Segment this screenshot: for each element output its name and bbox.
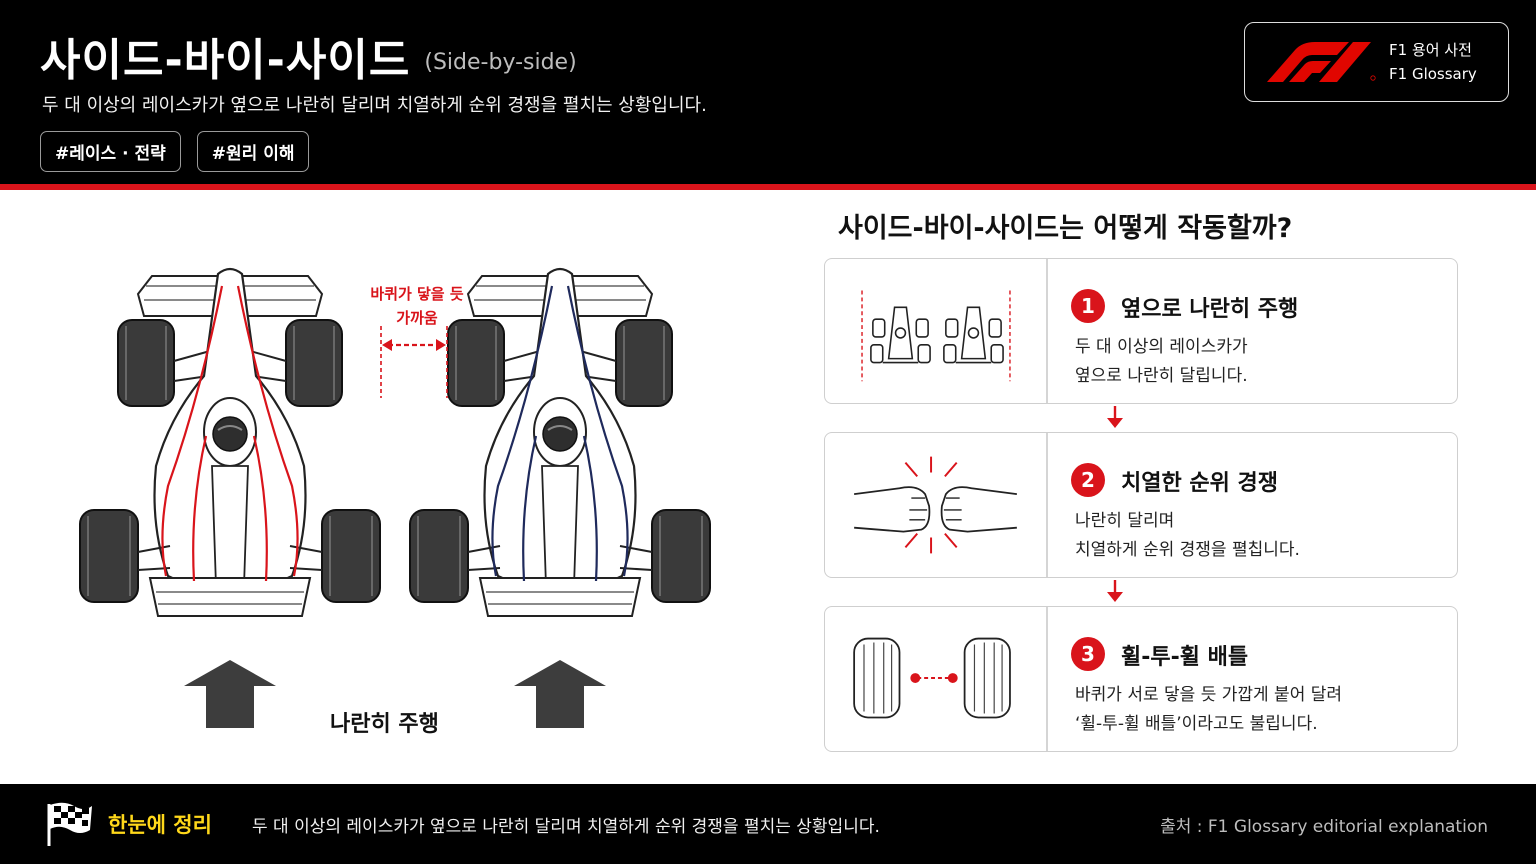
gap-label-line2: 가까움 (396, 309, 438, 327)
step-desc-line2: 옆으로 나란히 달립니다. (1075, 366, 1248, 386)
step-desc-line1: 나란히 달리며 (1075, 511, 1175, 531)
summary-label: 한눈에 정리 (108, 813, 212, 837)
logo-text: F1 용어 사전 F1 Glossary (1389, 38, 1477, 86)
step-description: 두 대 이상의 레이스카가 옆으로 나란히 달립니다. (1075, 333, 1248, 391)
step-title: 치열한 순위 경쟁 (1121, 471, 1278, 496)
step-desc-line1: 두 대 이상의 레이스카가 (1075, 337, 1248, 357)
red-car (78, 267, 382, 618)
tag-race-strategy[interactable]: #레이스 · 전략 (40, 131, 181, 172)
title-ko: 사이드-바이-사이드 (40, 35, 411, 86)
step-number: 2 (1071, 463, 1105, 497)
checkered-flag-icon (47, 802, 92, 846)
step-title: 옆으로 나란히 주행 (1121, 297, 1299, 322)
step-card-2: 2 치열한 순위 경쟁 나란히 달리며 치열하게 순위 경쟁을 펼칩니다. (824, 432, 1458, 578)
down-arrow-icon (1107, 580, 1123, 602)
section-title: 사이드-바이-사이드는 어떻게 작동할까? (838, 213, 1293, 244)
gap-label: 바퀴가 닿을 듯 가까움 (362, 282, 472, 330)
step-desc-line2: 치열하게 순위 경쟁을 펼칩니다. (1075, 540, 1300, 560)
f1-logo-icon (1267, 42, 1376, 82)
header-bar: 사이드-바이-사이드 (Side-by-side) 두 대 이상의 레이스카가 옆… (0, 0, 1536, 184)
footer-bar: 한눈에 정리 두 대 이상의 레이스카가 옆으로 나란히 달리며 치열하게 순위… (0, 784, 1536, 864)
header-divider (0, 184, 1536, 190)
logo-line2: F1 Glossary (1389, 65, 1477, 83)
step-desc-line1: 바퀴가 서로 닿을 듯 가깝게 붙어 달려 (1075, 685, 1343, 705)
step-description: 바퀴가 서로 닿을 듯 가깝게 붙어 달려 ‘휠-투-휠 배틀’이라고도 불립니… (1075, 681, 1342, 739)
arrow-up-icon (184, 660, 276, 728)
illustration-caption: 나란히 주행 (330, 712, 439, 737)
tag-principle[interactable]: #원리 이해 (196, 131, 310, 172)
logo-line1: F1 용어 사전 (1389, 41, 1472, 59)
f1-glossary-badge: F1 용어 사전 F1 Glossary (1244, 22, 1509, 102)
double-arrow-icon (380, 326, 448, 398)
title-en: (Side-by-side) (424, 50, 577, 75)
gap-label-line1: 바퀴가 닿을 듯 (370, 285, 464, 303)
page-title: 사이드-바이-사이드 (Side-by-side) (40, 24, 577, 88)
step-description: 나란히 달리며 치열하게 순위 경쟁을 펼칩니다. (1075, 507, 1300, 565)
step-number: 3 (1071, 637, 1105, 671)
summary-text: 두 대 이상의 레이스카가 옆으로 나란히 달리며 치열하게 순위 경쟁을 펼치… (252, 817, 880, 837)
step-card-3: 3 휠-투-휠 배틀 바퀴가 서로 닿을 듯 가깝게 붙어 달려 ‘휠-투-휠 … (824, 606, 1458, 752)
card-divider (1046, 607, 1048, 751)
source-credit: 출처 : F1 Glossary editorial explanation (1160, 817, 1488, 837)
step-card-1: 1 옆으로 나란히 주행 두 대 이상의 레이스카가 옆으로 나란히 달립니다. (824, 258, 1458, 404)
blue-car (408, 267, 712, 618)
side-by-side-cars-illustration (78, 267, 712, 728)
down-arrow-icon (1107, 406, 1123, 428)
page-subtitle: 두 대 이상의 레이스카가 옆으로 나란히 달리며 치열하게 순위 경쟁을 펼치… (42, 95, 707, 116)
step-title: 휠-투-휠 배틀 (1121, 645, 1249, 670)
step-desc-line2: ‘휠-투-휠 배틀’이라고도 불립니다. (1075, 714, 1318, 734)
two-cars-icon (861, 290, 1011, 382)
card-divider (1046, 259, 1048, 403)
step-number: 1 (1071, 289, 1105, 323)
tag-list: #레이스 · 전략 #원리 이해 (40, 131, 310, 172)
card-divider (1046, 433, 1048, 577)
fist-bump-icon (854, 456, 1017, 554)
arrow-up-icon (514, 660, 606, 728)
wheels-icon (853, 637, 1011, 719)
